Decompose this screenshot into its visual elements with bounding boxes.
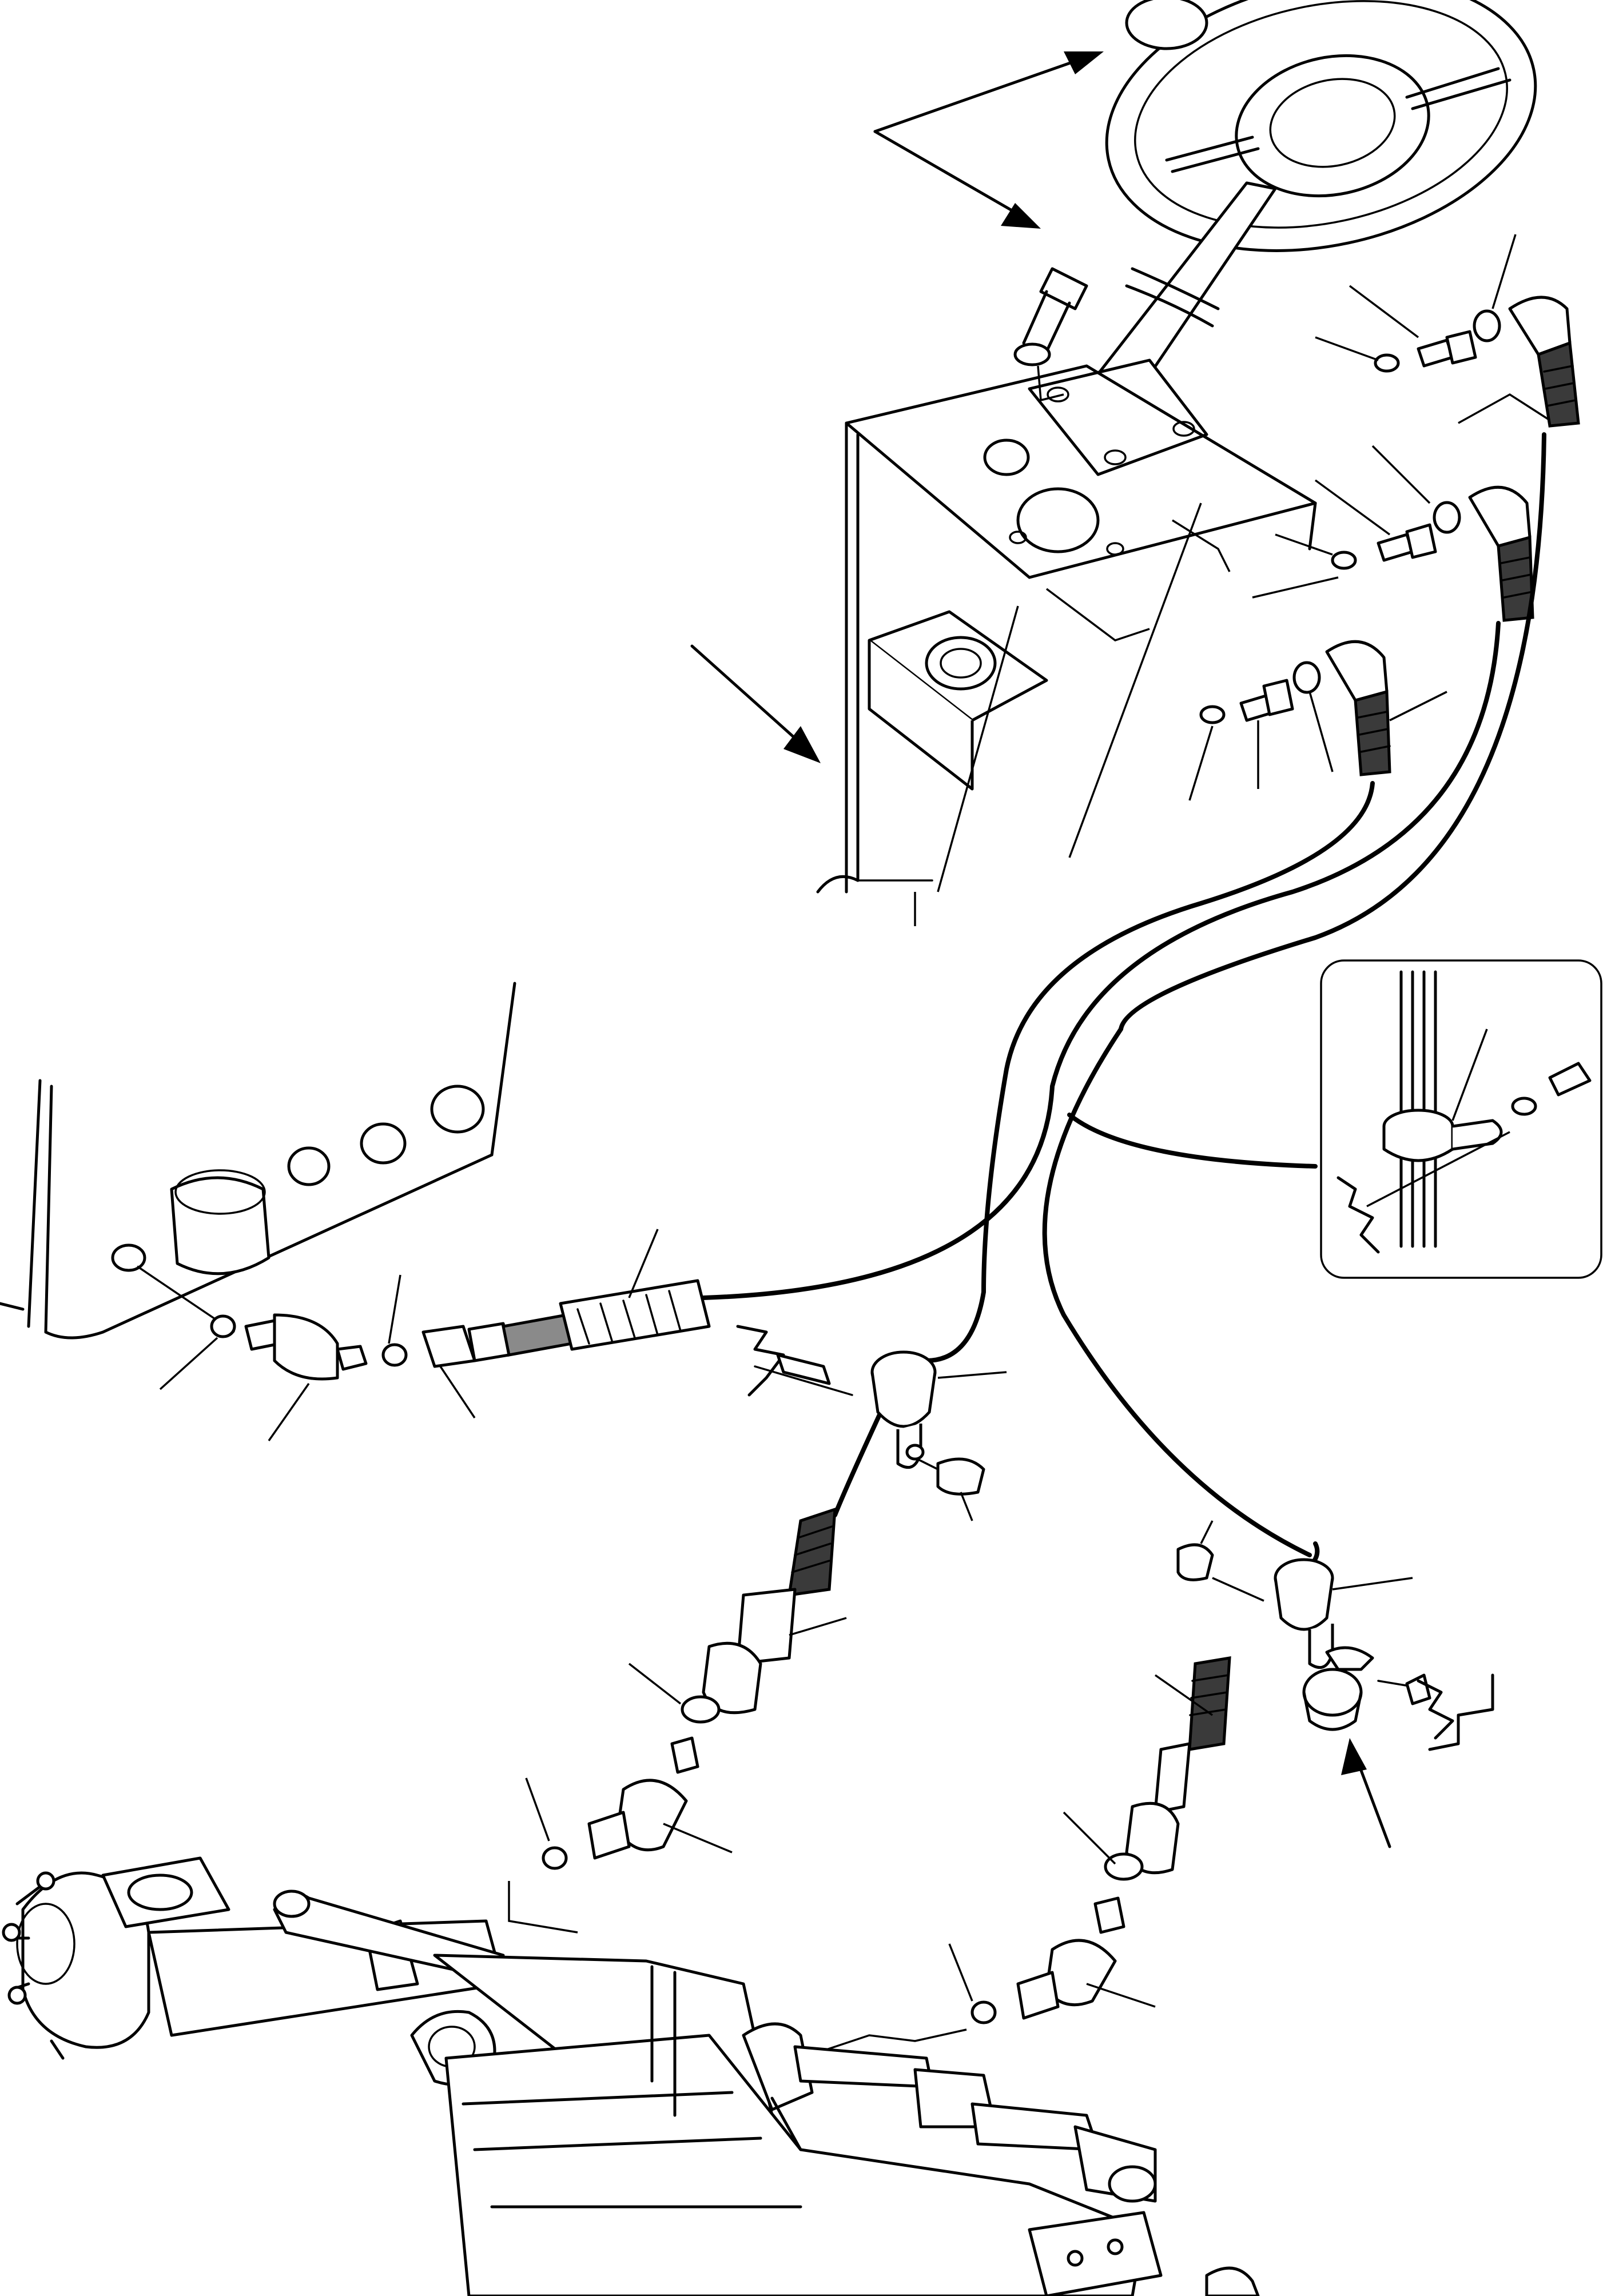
column-flange [1028, 358, 1208, 476]
fitting-icon [1199, 296, 1580, 776]
right-hose-clamp [1176, 1520, 1494, 1751]
left-hose-assembly [137, 1229, 711, 1442]
hose-lines [701, 432, 1546, 1569]
pointer-arrows [690, 51, 1391, 1848]
left-valve-panel [0, 982, 516, 1340]
front-axle-icon [2, 1856, 1260, 2296]
hose-clamp-icon [736, 1325, 1007, 1521]
steering-unit-housing [816, 364, 1317, 926]
lower-hose-assembly-right [817, 1656, 1231, 2054]
lower-hose-assembly-left [508, 1507, 847, 1934]
steering-wheel-icon [1085, 0, 1537, 402]
leader-lines-upper [1188, 234, 1550, 801]
hose-clamp-detail-inset [1320, 959, 1602, 1279]
